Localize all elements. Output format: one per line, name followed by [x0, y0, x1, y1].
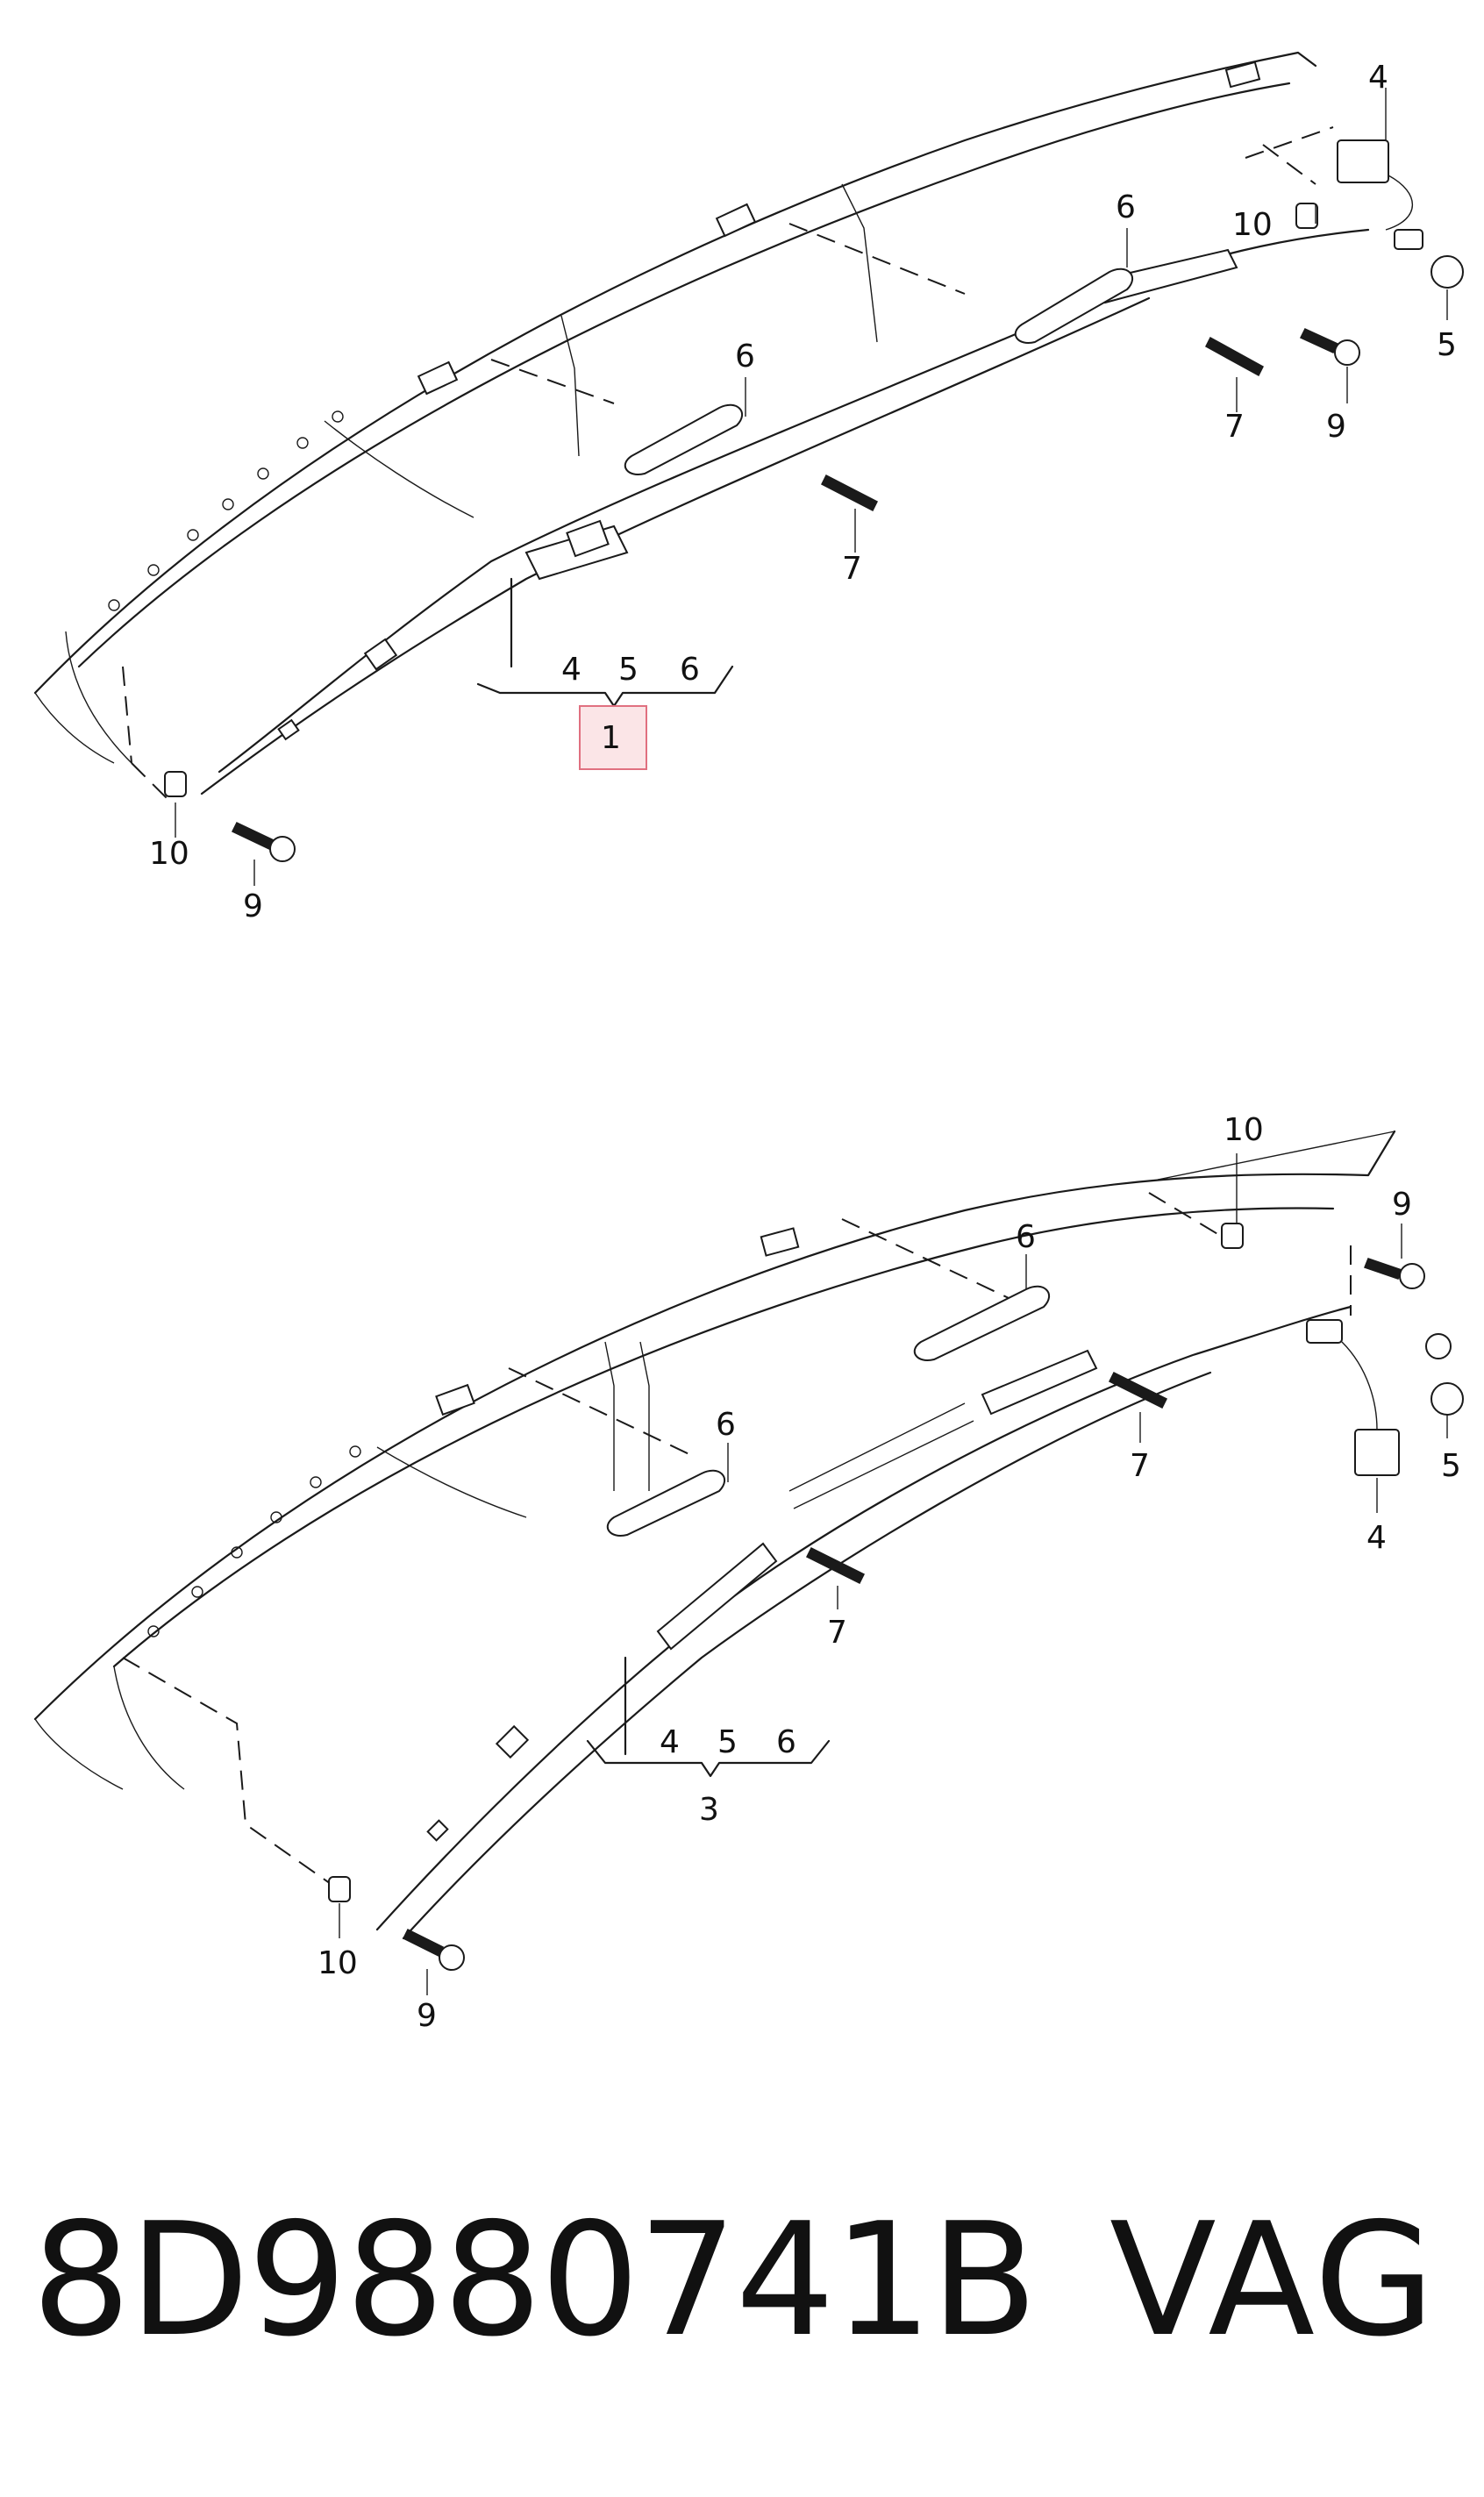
callout-lower-4b: 4 [660, 1724, 680, 1760]
callout-lower-5b: 5 [717, 1724, 738, 1760]
roof-inner-edge-upper [77, 82, 1291, 668]
screw-upper-b [1205, 336, 1264, 377]
curtain-airbag-lower [375, 1305, 1352, 1931]
callout-upper-10b: 10 [149, 836, 189, 872]
connector-upper [1337, 139, 1389, 183]
connector-lower [1354, 1429, 1400, 1476]
callout-lower-7b: 7 [827, 1615, 847, 1651]
callout-lower-7a: 7 [1130, 1448, 1150, 1484]
callout-upper-9b: 9 [243, 888, 263, 924]
parts-diagram: 4 6 10 5 7 9 6 7 4 5 6 1 10 9 [33, 51, 1464, 2034]
bolt-upper-a [231, 822, 296, 862]
callout-lower-6b: 6 [716, 1407, 736, 1443]
brand-label: VAG [1109, 2189, 1437, 2371]
callout-upper-4b: 4 [561, 652, 581, 688]
bolt-lower-a [402, 1928, 465, 1971]
screw-lower-a [805, 1546, 866, 1585]
callout-upper-6c: 6 [680, 652, 700, 688]
callout-lower-3: 3 [699, 1792, 719, 1828]
callout-lower-10b: 10 [317, 1945, 358, 1981]
footer-caption: 8D9880741B VAG [0, 2140, 1484, 2421]
callout-lower-9a: 9 [1392, 1187, 1412, 1223]
edge-holes-upper [108, 410, 344, 611]
callout-upper-9a: 9 [1326, 409, 1346, 445]
roof-inner-edge-lower [112, 1207, 1335, 1668]
plug-upper [1430, 255, 1464, 289]
callout-upper-6b: 6 [735, 339, 755, 375]
callout-lower-5: 5 [1441, 1448, 1461, 1484]
callout-lower-10a: 10 [1224, 1112, 1264, 1148]
curtain-airbag-upper [218, 228, 1370, 774]
bolt-lower-b [1364, 1258, 1425, 1289]
callout-lower-9b: 9 [417, 1998, 437, 2034]
callout-upper-10a: 10 [1232, 207, 1273, 243]
edge-holes-lower [147, 1445, 361, 1637]
highlight-box-1 [579, 705, 647, 770]
screw-upper-a [820, 474, 879, 512]
callout-upper-5b: 5 [618, 652, 639, 688]
callout-upper-1: 1 [601, 720, 621, 756]
roof-outline-lower [33, 1130, 1396, 1721]
callout-upper-4a: 4 [1368, 60, 1388, 96]
callout-upper-6a: 6 [1116, 189, 1136, 225]
part-number: 8D9880741B [32, 2189, 1038, 2371]
lower-assembly: 10 9 6 5 4 6 7 7 4 5 6 3 10 9 [33, 1112, 1464, 2034]
callout-lower-4a: 4 [1366, 1520, 1387, 1556]
screw-lower-b [1108, 1371, 1168, 1409]
callout-upper-7b: 7 [842, 551, 862, 587]
callout-upper-5a: 5 [1437, 327, 1457, 363]
callout-upper-7a: 7 [1224, 409, 1245, 445]
upper-assembly: 4 6 10 5 7 9 6 7 4 5 6 1 10 9 [33, 51, 1464, 924]
roof-outline-upper [33, 51, 1317, 695]
bolt-upper-b [1299, 328, 1360, 366]
callout-lower-6c: 6 [776, 1724, 796, 1760]
plug-lower [1430, 1382, 1464, 1416]
callout-lower-6a: 6 [1016, 1219, 1036, 1255]
